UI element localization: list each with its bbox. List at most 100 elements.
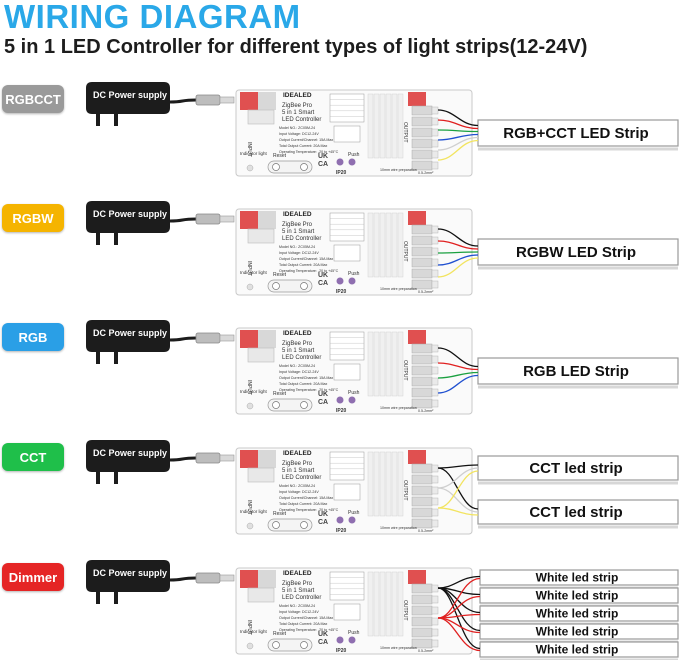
indicator-label: Indicator light — [240, 389, 268, 394]
spec-temperature: Operating Temperature: -20 to +45°C — [279, 388, 339, 392]
indicator-light — [246, 522, 254, 530]
channel-column — [385, 212, 392, 278]
channel-column — [367, 93, 374, 159]
reset-button — [267, 518, 313, 532]
wire-size-label: 0.5-2mm² — [418, 409, 434, 413]
push-table-frame — [333, 603, 361, 621]
channel-column — [373, 571, 380, 637]
wire — [437, 240, 479, 250]
output-lever — [411, 463, 433, 474]
mode-table — [329, 212, 365, 262]
indicator-light — [246, 283, 254, 291]
power-supply-label: DC Power supply — [93, 568, 167, 578]
reset-button — [267, 638, 313, 652]
wire-size-label: 0.5-2mm² — [418, 649, 434, 653]
power-supply-label: DC Power supply — [93, 448, 167, 458]
reset-button — [267, 398, 313, 412]
input-label: INPUT — [246, 142, 252, 157]
controller-name-line2: 5 in 1 Smart — [282, 348, 315, 354]
channel-column — [397, 93, 404, 159]
output-slot — [431, 584, 439, 593]
output-slot — [431, 139, 439, 148]
output-lever — [411, 365, 433, 376]
controller-name-line1: ZigBee Pro — [282, 103, 313, 109]
output-terminals — [408, 450, 439, 529]
dc-plug — [195, 452, 221, 464]
wire — [437, 139, 479, 161]
spec-input: Input Voltage: DC12-24V — [279, 132, 319, 136]
ip-rating: IP20 — [336, 648, 347, 654]
adapter-body — [86, 320, 170, 352]
output-terminal-top — [408, 211, 426, 225]
led-strip — [479, 641, 679, 658]
output-terminal-top — [408, 570, 426, 584]
mode-badge-cct: CCT — [2, 443, 64, 471]
output-lever — [411, 594, 433, 605]
push-dot — [348, 636, 356, 644]
spec-output: Output Current/Channel: 15A Max — [279, 376, 333, 380]
power-supply-label: DC Power supply — [93, 90, 167, 100]
cert-mark: UK — [318, 391, 328, 398]
spec-total: Total Output Current: 20A Max — [279, 502, 328, 506]
brand-logo: IDEALED — [283, 211, 312, 218]
output-lever — [411, 149, 433, 160]
power-supply-label: DC Power supply — [93, 328, 167, 338]
spec-temperature: Operating Temperature: -20 to +45°C — [279, 508, 339, 512]
power-adapter: DC Power supply — [86, 320, 235, 364]
adapter-prong — [96, 352, 100, 364]
output-lever — [411, 257, 433, 268]
push-dot — [348, 516, 356, 524]
input-terminal-lever — [258, 570, 276, 588]
wire-size-label: 0.5-2mm² — [418, 171, 434, 175]
output-lever — [411, 605, 433, 616]
led-strip — [479, 569, 679, 586]
indicator-light — [246, 402, 254, 410]
indicator-light — [246, 164, 254, 172]
mode-badge-rgbw: RGBW — [2, 204, 64, 232]
output-slot — [431, 475, 439, 484]
adapter-prong — [96, 114, 100, 126]
mode-table-frame — [329, 451, 365, 481]
output-terminals — [408, 211, 439, 290]
push-dot — [348, 277, 356, 285]
output-terminals — [408, 92, 439, 171]
output-lever — [411, 616, 433, 627]
reset-button-dot — [300, 401, 308, 409]
mode-table-frame — [329, 331, 365, 361]
wires — [437, 228, 479, 278]
adapter-body — [86, 82, 170, 114]
spec-input: Input Voltage: DC12-24V — [279, 490, 319, 494]
indicator-light — [246, 642, 254, 650]
output-lever — [411, 105, 433, 116]
channel-column — [379, 571, 386, 637]
controller-name-line3: LED Controller — [282, 595, 321, 601]
output-label: OUTPUT — [402, 360, 408, 381]
channel-column — [391, 212, 398, 278]
channel-column — [379, 93, 386, 159]
output-slot — [431, 508, 439, 517]
channel-column — [385, 93, 392, 159]
channel-column — [391, 451, 398, 517]
wire — [437, 507, 479, 516]
output-slot — [431, 258, 439, 267]
wire — [437, 371, 479, 379]
led-strip-label: RGBW LED Strip — [516, 244, 636, 261]
input-terminal-slot — [247, 467, 275, 483]
channel-column — [385, 331, 392, 397]
spec-model: Model NO.: ZC05M-24 — [279, 604, 315, 608]
channel-column — [373, 93, 380, 159]
channel-column — [385, 451, 392, 517]
spec-temperature: Operating Temperature: -20 to +45°C — [279, 628, 339, 632]
output-lever — [411, 246, 433, 257]
wire-prep-label: 10mm wire preparation — [380, 287, 417, 291]
reset-label: Reset — [273, 272, 287, 278]
wire — [437, 129, 479, 133]
power-supply-label: DC Power supply — [93, 209, 167, 219]
input-label: INPUT — [246, 380, 252, 395]
mode-badge-rgbcct: RGBCCT — [2, 85, 64, 113]
output-slot — [431, 117, 439, 126]
push-table-frame — [333, 363, 361, 381]
spec-model: Model NO.: ZC05M-24 — [279, 364, 315, 368]
